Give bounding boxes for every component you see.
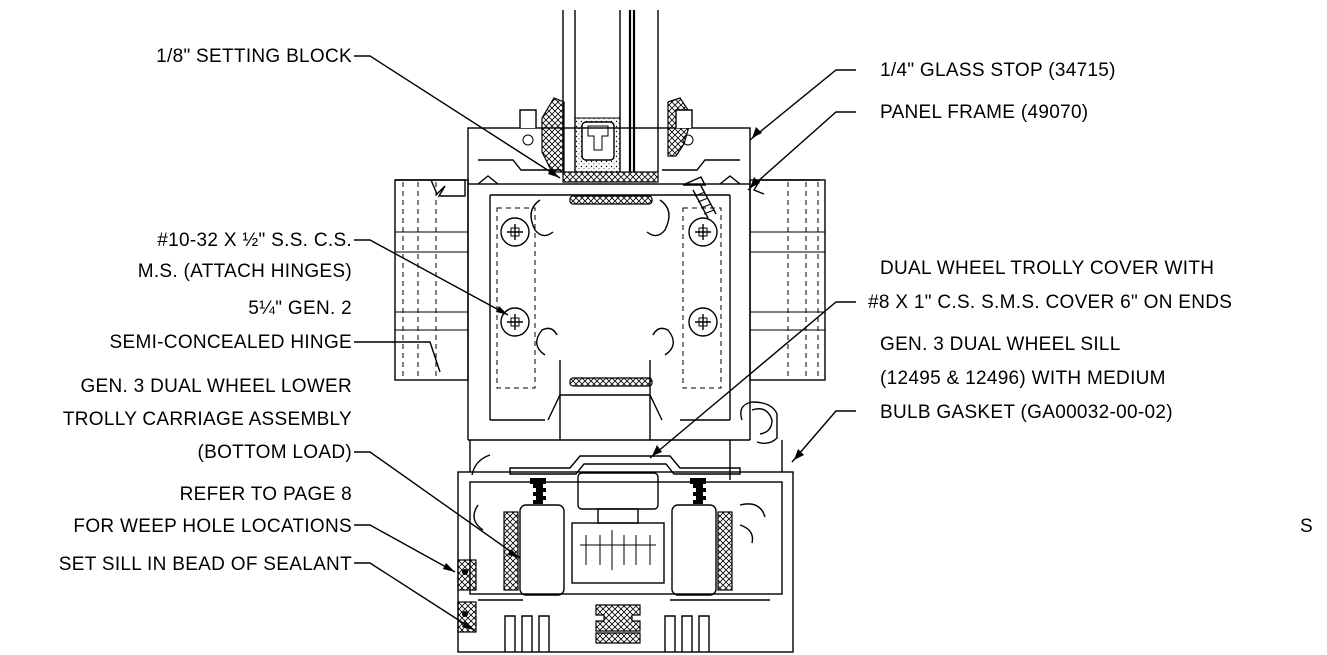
callout-sill-line1: GEN. 3 DUAL WHEEL SILL	[880, 334, 1121, 355]
callout-carriage-line3: (BOTTOM LOAD)	[198, 442, 353, 463]
callout-labels: 1/8" SETTING BLOCK 1/4" GLASS STOP (3471…	[59, 46, 1313, 575]
insulated-glass-unit	[562, 10, 659, 173]
hinge-screw-icon	[688, 217, 718, 247]
callout-sealant: SET SILL IN BEAD OF SEALANT	[59, 554, 352, 575]
glass-stop-screw	[682, 176, 717, 219]
callout-hinge-line2: SEMI-CONCEALED HINGE	[110, 332, 352, 353]
callout-glass-stop: 1/4" GLASS STOP (34715)	[880, 60, 1116, 81]
callout-weep-line2: FOR WEEP HOLE LOCATIONS	[73, 516, 352, 537]
lower-trolly-carriage	[503, 472, 733, 596]
semi-concealed-hinge-left	[394, 179, 536, 389]
callout-panel-frame: PANEL FRAME (49070)	[880, 102, 1088, 123]
sealant-bead	[457, 559, 477, 633]
callout-screw-line1: #10-32 X ½" S.S. C.S.	[157, 230, 352, 251]
glass-stop	[519, 109, 694, 146]
sill-interlock-gaskets	[595, 604, 641, 644]
callout-carriage-line1: GEN. 3 DUAL WHEEL LOWER	[80, 376, 352, 397]
leader-lines	[354, 55, 856, 631]
semi-concealed-hinge-right	[682, 179, 826, 389]
callout-hinge-line1: 5¼" GEN. 2	[248, 298, 352, 319]
hinge-screw-icon	[500, 217, 530, 247]
bridge-gasket-mid	[569, 377, 653, 387]
setting-block	[562, 171, 659, 183]
edge-mark: S	[1300, 516, 1313, 537]
callout-setting-block: 1/8" SETTING BLOCK	[156, 46, 352, 67]
bridge-gasket-top	[569, 195, 653, 205]
callout-weep-line1: REFER TO PAGE 8	[180, 484, 352, 505]
callout-cover-line1: DUAL WHEEL TROLLY COVER WITH	[880, 258, 1214, 279]
callout-cover-line2: #8 X 1" C.S. S.M.S. COVER 6" ON ENDS	[868, 292, 1232, 313]
callout-sill-line3: BULB GASKET (GA00032-00-02)	[880, 402, 1173, 423]
trolly-cover	[509, 455, 741, 475]
callout-screw-line2: M.S. (ATTACH HINGES)	[138, 261, 352, 282]
callout-carriage-line2: TROLLY CARRIAGE ASSEMBLY	[63, 409, 352, 430]
callout-sill-line2: (12495 & 12496) WITH MEDIUM	[880, 368, 1166, 389]
hinge-screw-icon	[688, 307, 718, 337]
hinge-screws	[500, 217, 718, 337]
